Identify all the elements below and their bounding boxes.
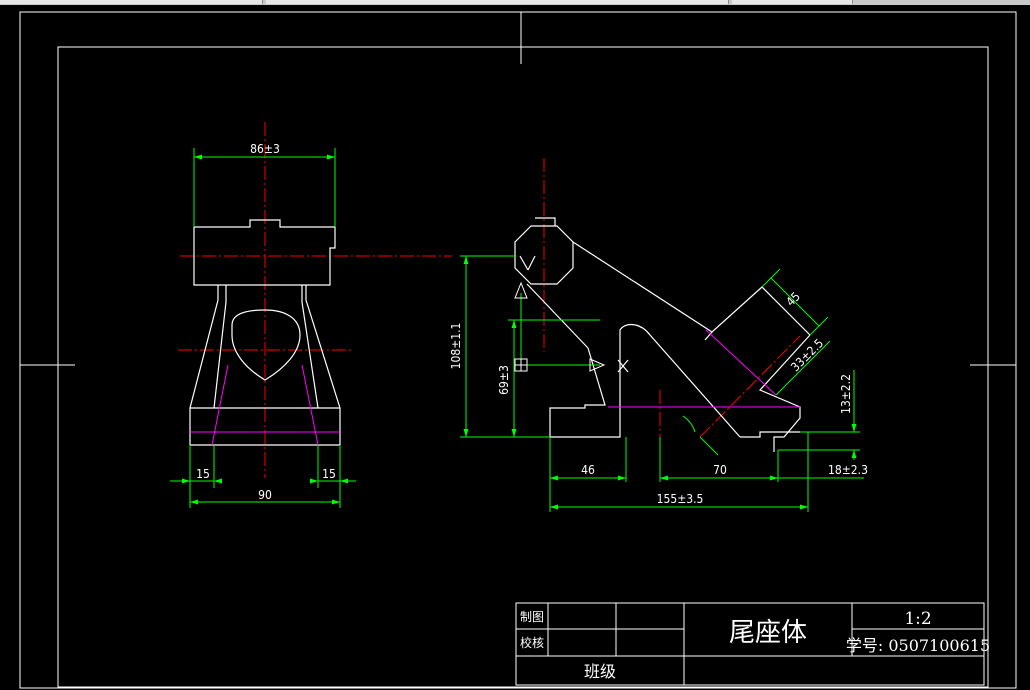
front-hidden-lines (190, 364, 340, 446)
dim-height-total: 108±1.1 (449, 323, 463, 370)
dim-height-mid: 69±3 (497, 365, 511, 395)
dim-bottom-total: 155±3.5 (657, 492, 704, 506)
title-block-grid (515, 602, 985, 686)
scale-value: 1:2 (904, 609, 931, 629)
top-strip-segment (732, 0, 853, 4)
dim-right-13: 13±2.2 (839, 374, 853, 414)
ucs-icon (514, 281, 606, 372)
side-arrowheads (463, 256, 857, 510)
top-strip-segment (266, 0, 729, 4)
dim-diameter-45: 45 (783, 289, 803, 309)
side-dimension-lines (460, 255, 864, 512)
front-outline (189, 219, 341, 446)
cad-drawing-canvas[interactable]: 86±3 15 15 90 (0, 5, 1030, 690)
label-checked-by: 校核 (520, 635, 544, 650)
side-outline (514, 217, 811, 452)
label-class: 班级 (584, 662, 616, 681)
dim-base-width: 90 (258, 488, 272, 502)
dim-right-offset: 15 (322, 467, 336, 481)
front-dimension-lines (170, 148, 356, 508)
window-top-strip (0, 0, 1030, 5)
drawing-frame (57, 46, 989, 688)
centering-marks (20, 12, 1016, 366)
side-view: 108±1.1 69±3 45 33±2.5 13±2.2 46 70 18±2… (449, 158, 868, 512)
dim-bottom-70: 70 (713, 463, 727, 477)
student-id: 学号: 0507100615 (846, 636, 990, 655)
dim-bottom-18: 18±2.3 (828, 463, 868, 477)
sheet-border (19, 11, 1017, 689)
title-block: 制图 校核 班级 尾座体 1:2 学号: 0507100615 (515, 602, 990, 686)
dim-left-offset: 15 (196, 467, 210, 481)
dim-bottom-46: 46 (581, 463, 595, 477)
dim-top-width: 86±3 (250, 142, 280, 156)
side-hidden-lines (608, 329, 800, 408)
front-arrowheads (182, 154, 348, 505)
label-drawn-by: 制图 (520, 610, 544, 624)
front-centerlines (178, 122, 452, 478)
top-strip-segment (0, 0, 263, 4)
part-name: 尾座体 (729, 618, 807, 648)
front-view: 86±3 15 15 90 (170, 122, 452, 508)
